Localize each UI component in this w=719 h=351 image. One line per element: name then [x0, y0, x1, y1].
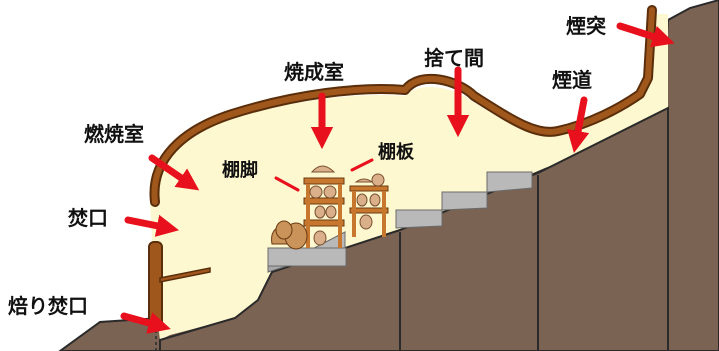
arrow-chimney	[616, 22, 675, 48]
arrow-shelf-board	[350, 158, 374, 172]
label-chimney: 煙突	[566, 14, 606, 38]
label-shelf-board: 棚板	[378, 142, 414, 163]
label-shelf-leg: 棚脚	[222, 160, 258, 181]
arrow-combustion-chamber	[148, 154, 200, 191]
fire-mouth-pillar	[148, 241, 163, 331]
callout-arrows-small	[274, 158, 374, 192]
label-combustion-chamber: 燃焼室	[84, 122, 144, 146]
callout-arrows	[120, 22, 675, 334]
arrow-flue	[567, 96, 590, 154]
kiln-wall-fill	[151, 7, 655, 205]
arrow-fire-mouth	[124, 214, 179, 237]
label-fire-mouth: 焚口	[68, 206, 108, 230]
shelf-rack-2	[349, 173, 389, 237]
shelf-rack-1	[303, 165, 345, 248]
label-firing-chamber: 焼成室	[284, 60, 344, 84]
label-discarded-space: 捨て間	[424, 46, 484, 70]
floor-pots	[271, 220, 308, 250]
arrow-roasting-fire-mouth	[120, 312, 171, 334]
arrow-shelf-leg	[274, 176, 300, 192]
label-flue: 煙道	[552, 68, 592, 92]
label-roasting-fire-mouth: 焙り焚口	[8, 294, 88, 318]
fire-grate	[159, 267, 211, 283]
